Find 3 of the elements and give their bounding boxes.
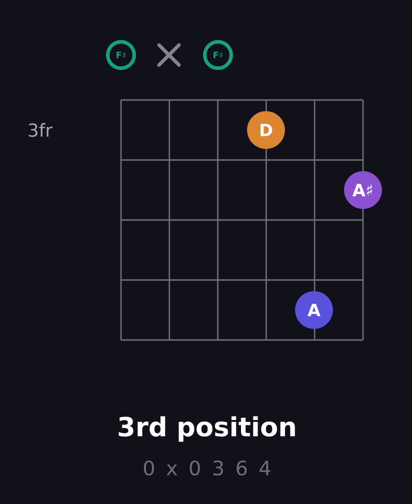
- fingering-label: 0 x 0 3 6 4: [144, 460, 270, 476]
- title: 3rd position: [118, 416, 295, 442]
- fret-number: 3fr: [28, 123, 53, 137]
